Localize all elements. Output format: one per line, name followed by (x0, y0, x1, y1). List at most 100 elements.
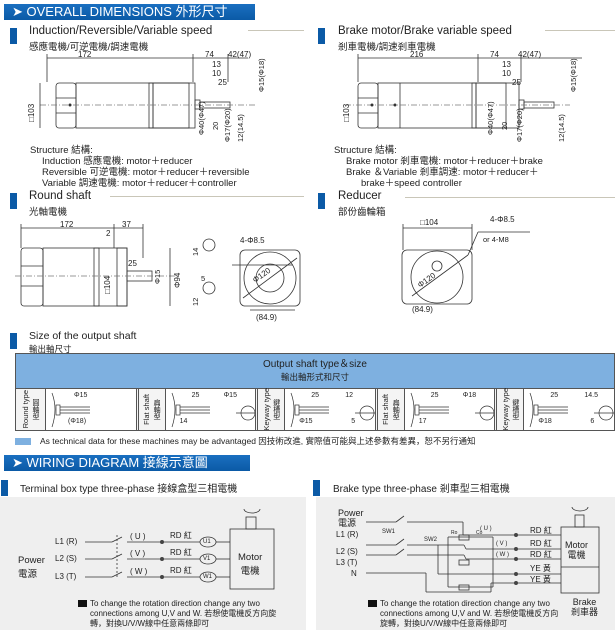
switch-label: SW2 (424, 537, 438, 543)
shaft-dimension: Φ18 (538, 417, 552, 426)
power-text-zh: 電源 (18, 569, 38, 580)
dim-gear: 74 (205, 50, 214, 59)
shaft-dimension: Φ15 (299, 417, 313, 426)
dim-37: 37 (122, 220, 131, 229)
dim-d15: Φ15(Φ18) (569, 58, 578, 92)
shaft-sketch (530, 392, 614, 428)
structure-title: Structure 結構: (30, 145, 93, 156)
section-subtitle: 剎車電機/調速剎車電機 (338, 42, 436, 53)
motor-text-zh: 電機 (240, 566, 260, 577)
shaft-dimension: 25 (430, 391, 439, 400)
dim-d12: 12(14.5) (236, 114, 245, 142)
dim-square: □104 (103, 275, 112, 294)
shaft-sketch (51, 392, 90, 428)
shaft-dimension: 17 (418, 417, 427, 426)
wire-color: RD 紅 (530, 539, 552, 548)
section-title: Brake type three-phase 剎車型三相電機 (333, 484, 510, 495)
structure-line: brake＋speed controller (361, 178, 462, 189)
wire-color: RD 紅 (170, 566, 192, 575)
shaft-dimension: Φ15 (223, 391, 237, 400)
shaft-type-en: Round type (21, 390, 30, 429)
dim-25: 25 (512, 78, 521, 87)
wire-color: YE 黃 (530, 564, 551, 573)
section-marker (313, 480, 320, 496)
dim-5: 5 (201, 274, 205, 283)
dim-gear: 74 (490, 50, 499, 59)
dim-2: 2 (106, 229, 111, 238)
dim-25: 25 (128, 259, 137, 268)
shaft-dimension: (Φ18) (68, 417, 87, 426)
shaft-dimension: 14 (179, 417, 188, 426)
switch-label: SW1 (382, 529, 396, 535)
dim-length: 216 (410, 50, 424, 59)
terminal-label: U1 (203, 539, 211, 545)
dim-holes: 4-Φ8.5 (490, 215, 515, 224)
shaft-type-zh: 鍵槽型 (272, 399, 280, 420)
shaft-dimension: 25 (311, 391, 319, 400)
shaft-type-zh: 圓軸型 (32, 399, 39, 420)
power-text-zh: 電源 (338, 518, 357, 528)
dim-d15: Φ15(Φ18) (257, 58, 266, 92)
rotation-note: To change the rotation direction change … (78, 599, 278, 629)
section-marker (10, 193, 17, 209)
shaft-dimension: 12 (345, 391, 353, 400)
wire-color: YE 黃 (530, 575, 551, 584)
dim-shaft: 42(47) (518, 50, 541, 59)
shaft-type-en: Keyway type (261, 388, 271, 431)
shaft-dimension: 14.5 (584, 391, 598, 400)
brake-text-zh: 剎車器 (571, 607, 599, 617)
shaft-type-zh: 鍵槽型 (511, 399, 519, 420)
phase-label: ( V ) (496, 541, 508, 547)
brake-text: Brake (572, 597, 597, 607)
phase-label: ( V ) (130, 549, 146, 558)
power-text: Power (18, 555, 45, 566)
section-title: Brake motor/Brake variable speed (338, 25, 512, 37)
structure-line: Variable 調速電機: motor＋reducer＋controller (42, 178, 237, 189)
dim-12: 12 (191, 298, 200, 306)
reducer-width-dim: (84.9) (412, 305, 433, 314)
phase-label: ( U ) (130, 532, 146, 541)
shaft-sketch (410, 392, 495, 428)
reducer-drawing: □104 4-Φ8.5 or 4-M8 Φ120 (401, 215, 530, 305)
dim-d20: 20 (500, 122, 509, 130)
wire-color: RD 紅 (530, 526, 552, 535)
divider (248, 30, 304, 31)
resistor-label: Ro (451, 530, 458, 536)
section-title: Size of the output shaft (29, 330, 137, 342)
power-text: Power (338, 508, 364, 518)
shaft-sketch (171, 392, 256, 428)
table-title: Output shaft type＆size (263, 359, 367, 370)
structure-line: Reversible 可逆電機: motor＋reducer＋reversibl… (42, 167, 250, 178)
section-subtitle: 部份齒輪箱 (338, 207, 386, 218)
section-title: Round shaft (29, 190, 92, 202)
section-marker (10, 333, 17, 349)
dim-d40: Φ40(Φ47) (486, 101, 495, 135)
dim-d17: Φ17(Φ20) (515, 108, 524, 142)
line-label: L1 (R) (336, 530, 359, 539)
dim-84-9: (84.9) (256, 313, 277, 322)
note-bullet (368, 600, 377, 607)
line-label: N (351, 569, 357, 578)
dim-square: □103 (342, 103, 351, 122)
dim-d20: 20 (211, 122, 220, 130)
shaft-type-zh: 扁軸型 (392, 399, 400, 420)
shaft-dimension: 25 (550, 391, 559, 400)
overall-dimensions-banner: ➤ OVERALL DIMENSIONS 外形尺寸 (4, 4, 255, 20)
brake-wiring-circuit (366, 506, 600, 594)
phase-label: ( U ) (480, 526, 492, 532)
dim-d120: Φ120 (251, 266, 273, 285)
section-marker (1, 480, 8, 496)
dim-square: □104 (420, 218, 439, 227)
shaft-dimension: Φ15 (74, 391, 88, 400)
disclaimer: As technical data for these machines may… (40, 436, 476, 446)
divider (545, 30, 615, 31)
divider (110, 196, 304, 197)
line-label: L1 (R) (55, 537, 78, 546)
